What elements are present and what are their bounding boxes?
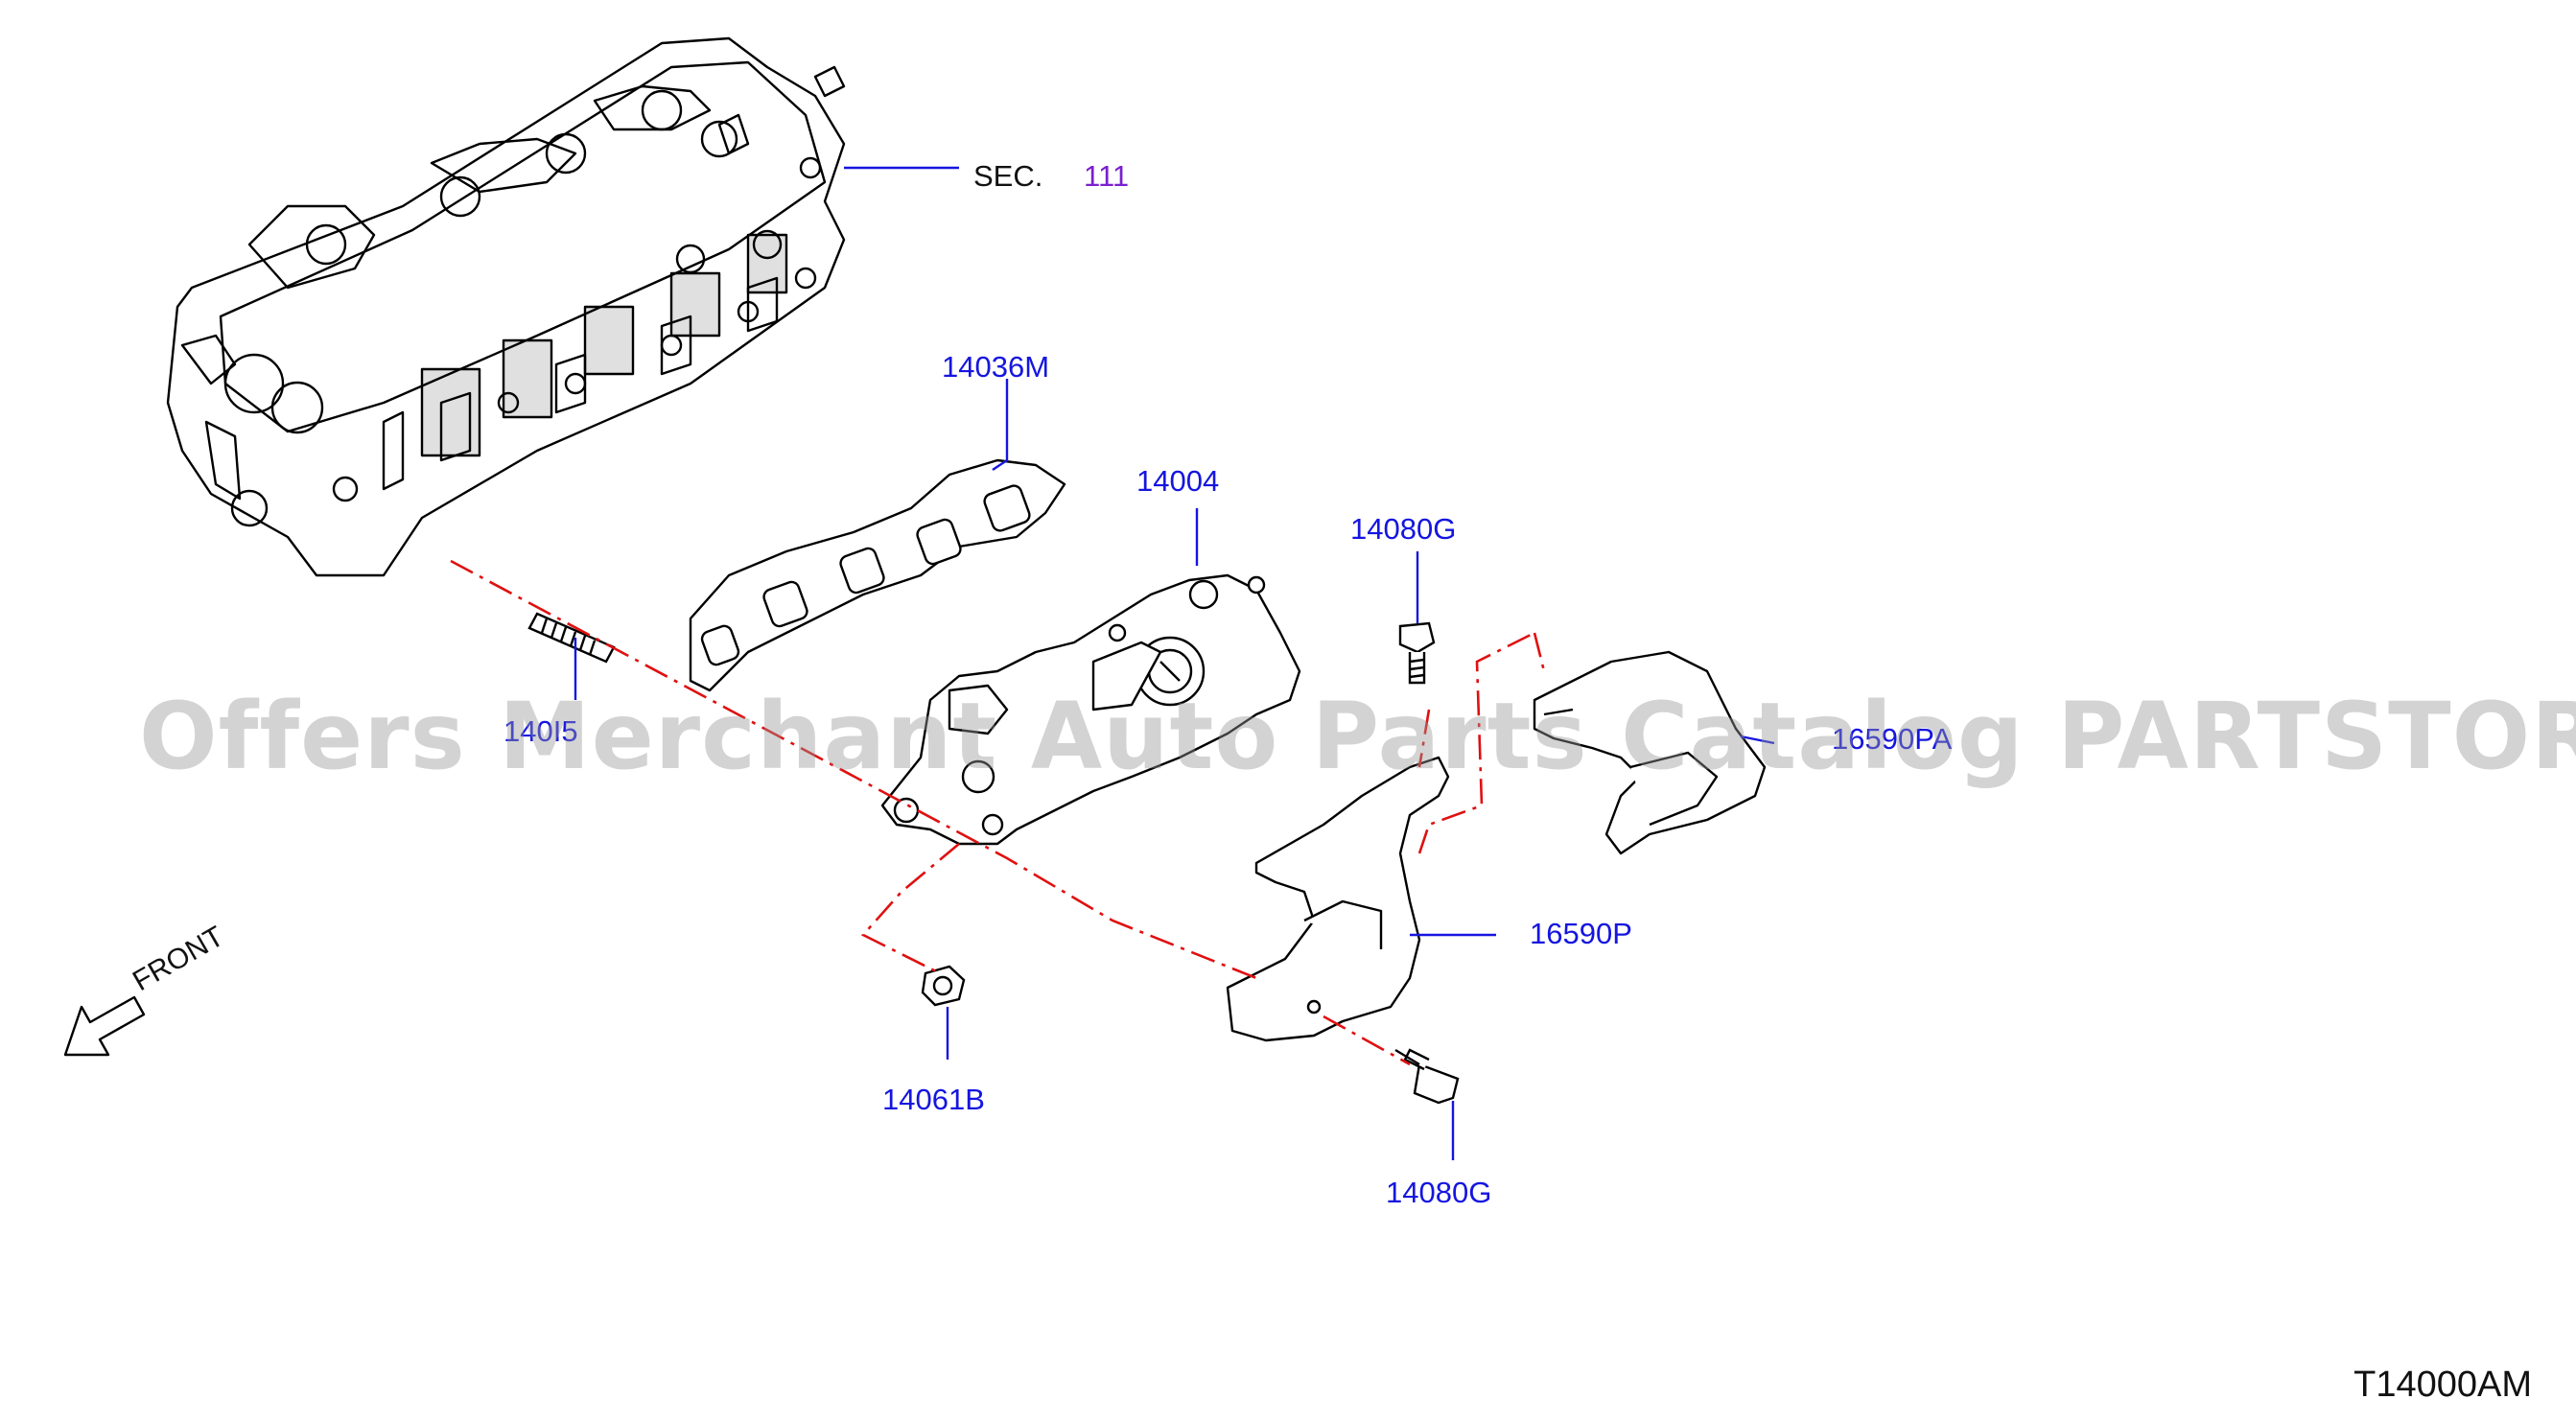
- label-gasket[interactable]: 14036M: [942, 350, 1050, 384]
- label-heat-insulator-lower[interactable]: 16590P: [1530, 917, 1632, 950]
- exhaust-manifold[interactable]: [880, 573, 1301, 846]
- section-ref-link[interactable]: 111: [1084, 159, 1130, 193]
- stud[interactable]: [527, 612, 616, 664]
- label-bolt-top[interactable]: 14080G: [1350, 512, 1457, 546]
- exhaust-manifold-gasket[interactable]: [689, 458, 1066, 692]
- nut[interactable]: [921, 965, 966, 1007]
- label-bolt-bottom[interactable]: 14080G: [1386, 1176, 1492, 1209]
- front-arrow-icon: [63, 995, 146, 1057]
- heat-insulator-upper[interactable]: [1533, 650, 1767, 855]
- diagram-code: T14000AM: [2354, 1365, 2532, 1405]
- section-ref-prefix: SEC.: [973, 159, 1043, 193]
- label-nut[interactable]: 14061B: [882, 1083, 985, 1116]
- label-heat-insulator-upper[interactable]: 16590PA: [1832, 722, 1953, 756]
- assembly-center-lines: [450, 559, 1546, 1066]
- label-stud[interactable]: 140I5: [503, 714, 578, 748]
- cylinder-head[interactable]: [166, 36, 846, 577]
- label-exhaust-manifold[interactable]: 14004: [1136, 464, 1220, 498]
- leader-lines: [574, 166, 1775, 1160]
- bolt-top[interactable]: [1398, 621, 1436, 685]
- heat-insulator-lower[interactable]: [1226, 756, 1450, 1042]
- bolt-bottom[interactable]: [1394, 1048, 1460, 1105]
